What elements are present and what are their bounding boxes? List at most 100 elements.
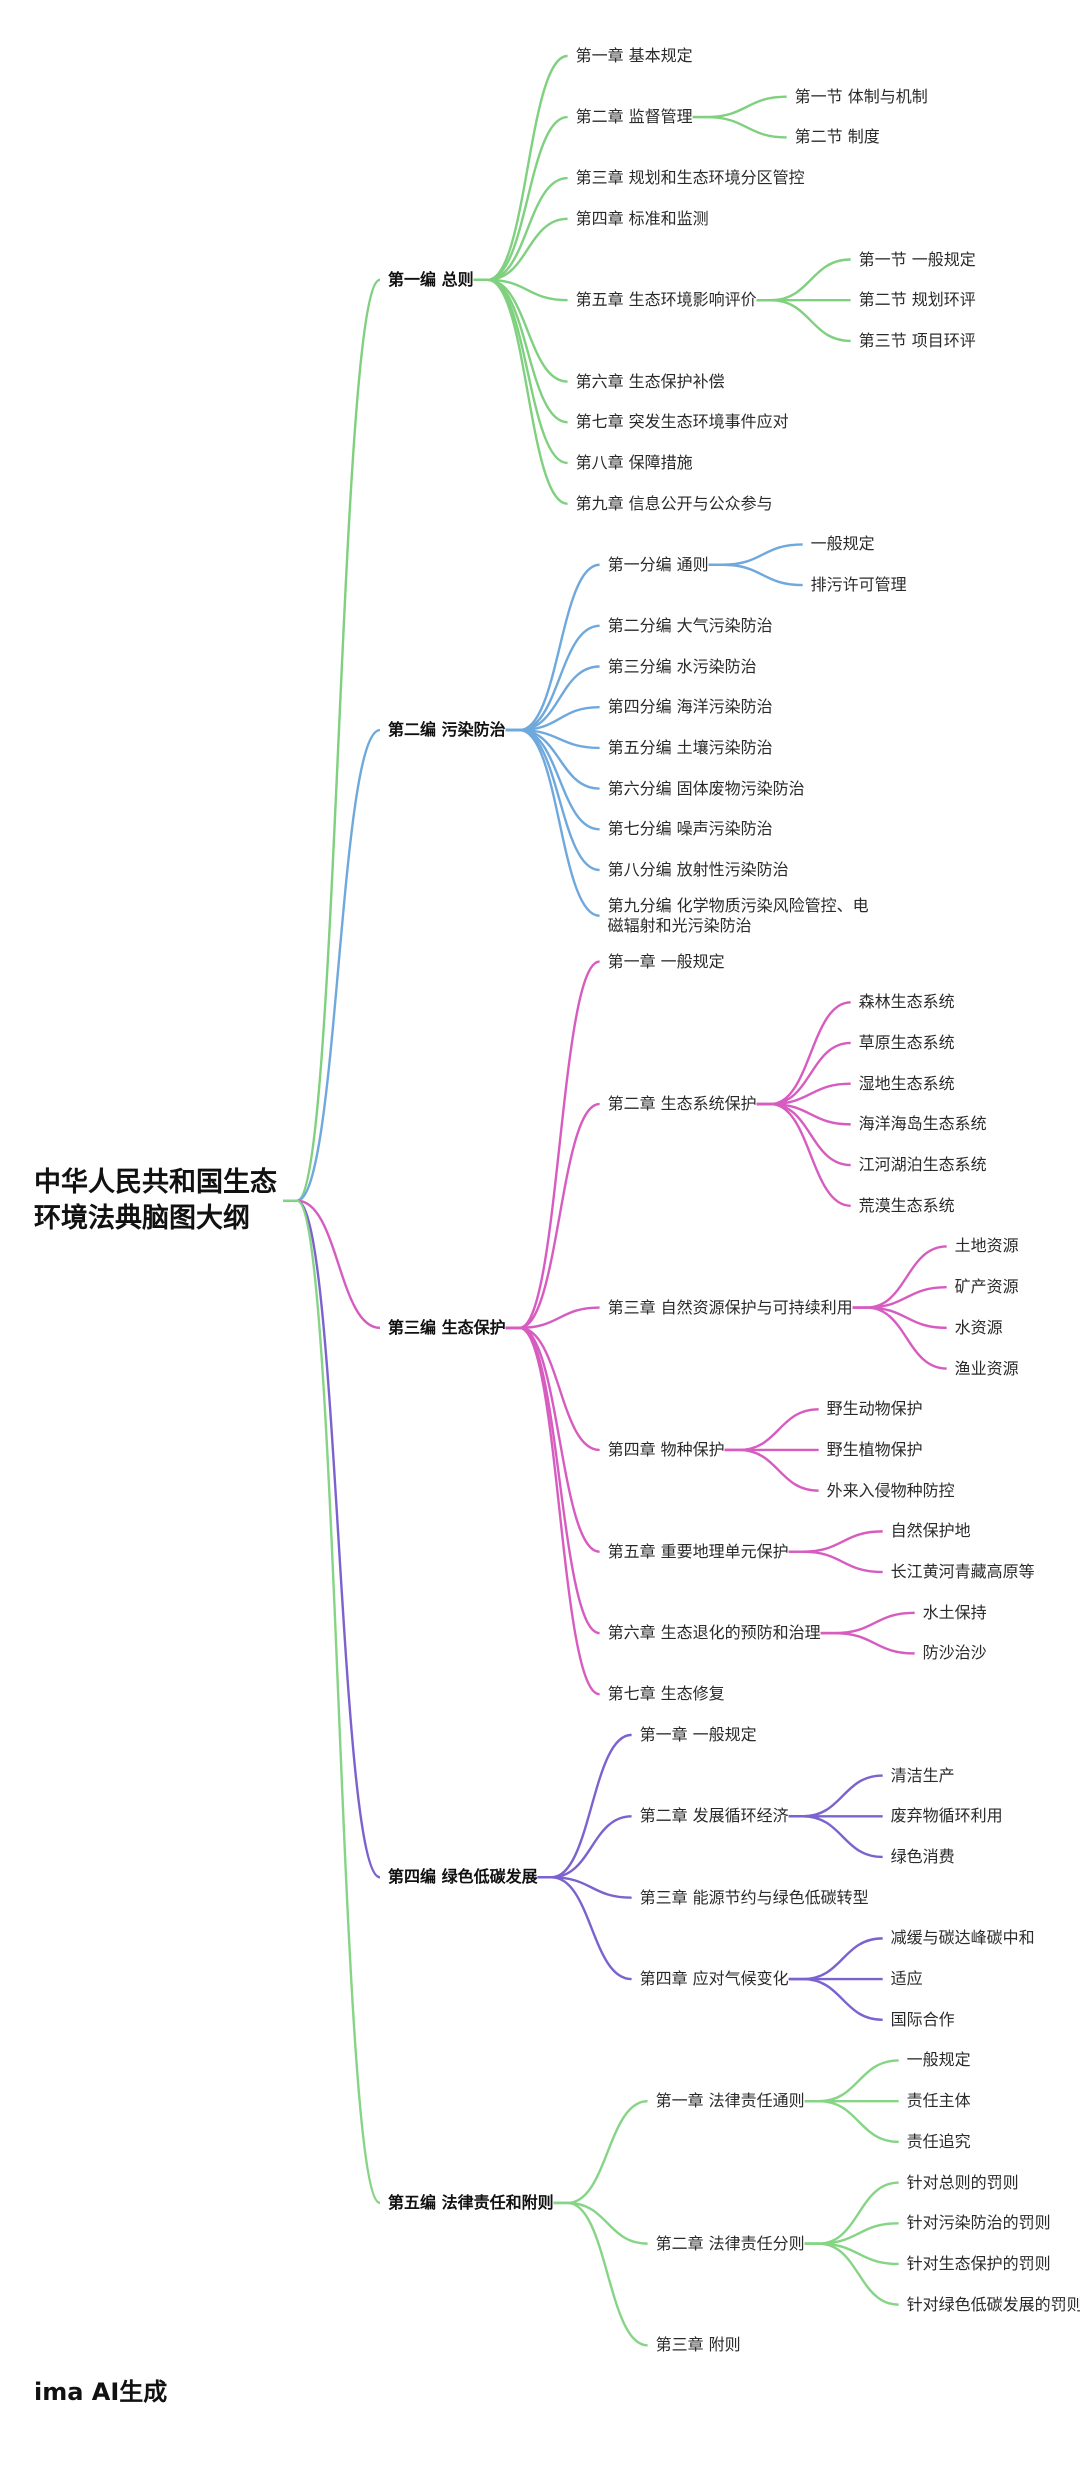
chapter-node[interactable]: 第一分编 通则 [607,554,709,574]
branch-link [505,728,600,917]
leaf-node[interactable]: 第九分编 化学物质污染风险管控、电磁辐射和光污染防治 [607,895,869,935]
branch-link [505,1326,600,1696]
section-node[interactable]: 第五编 法律责任和附则 [388,2192,554,2212]
chapter-node[interactable]: 第一章 法律责任通则 [655,2091,805,2111]
leaf-node[interactable]: 责任追究 [906,2131,971,2151]
chapter-node[interactable]: 第五章 重要地理单元保护 [607,1541,789,1561]
leaf-node[interactable]: 第一章 一般规定 [607,951,725,971]
leaf-node[interactable]: 第一节 体制与机制 [794,86,928,106]
leaf-node[interactable]: 第六分编 固体废物污染防治 [607,778,805,798]
leaf-node[interactable]: 绿色消费 [890,1846,955,1866]
leaf-node[interactable]: 海洋海岛生态系统 [858,1114,987,1134]
branch-link [283,1199,381,2205]
leaf-node[interactable]: 第四分编 海洋污染防治 [607,697,773,717]
section-node[interactable]: 第二编 污染防治 [388,720,506,740]
branch-link [756,1102,851,1167]
chapter-node[interactable]: 第二章 监督管理 [575,107,693,127]
branch-link [852,1245,947,1309]
leaf-node[interactable]: 第二节 制度 [794,127,880,147]
leaf-node[interactable]: 废弃物循环利用 [890,1806,1003,1826]
section-node[interactable]: 第一编 总则 [388,269,474,289]
leaf-node[interactable]: 第三分编 水污染防治 [607,656,757,676]
leaf-node[interactable]: 减缓与碳达峰碳中和 [890,1928,1035,1948]
leaf-node[interactable]: 第一节 一般规定 [858,249,976,269]
leaf-node[interactable]: 自然保护地 [890,1521,971,1541]
branch-link [820,1631,915,1655]
leaf-node[interactable]: 第三章 规划和生态环境分区管控 [575,168,805,188]
chapter-node[interactable]: 第三章 自然资源保护与可持续利用 [607,1297,853,1317]
branch-link [505,563,600,732]
leaf-node[interactable]: 国际合作 [890,2009,955,2029]
branch-link [505,960,600,1330]
leaf-node[interactable]: 防沙治沙 [922,1643,987,1663]
section-node[interactable]: 第四编 绿色低碳发展 [388,1867,538,1887]
leaf-node[interactable]: 水土保持 [922,1602,987,1622]
branch-link [708,543,803,566]
leaf-node[interactable]: 适应 [890,1969,923,1989]
branch-link [756,1041,851,1106]
branch-link [283,1199,381,1879]
branch-link [820,1611,915,1635]
leaf-node[interactable]: 湿地生态系统 [858,1073,955,1093]
leaf-node[interactable]: 草原生态系统 [858,1032,955,1052]
branch-link [537,1815,632,1879]
leaf-node[interactable]: 排污许可管理 [810,575,907,595]
branch-link [473,54,568,282]
leaf-node[interactable]: 针对绿色低碳发展的罚则 [906,2294,1080,2314]
leaf-node[interactable]: 第三章 附则 [655,2335,741,2355]
leaf-node[interactable]: 第九章 信息公开与公众参与 [575,493,773,513]
leaf-node[interactable]: 江河湖泊生态系统 [858,1155,987,1175]
leaf-node[interactable]: 第二节 规划环评 [858,290,976,310]
leaf-node[interactable]: 第七分编 噪声污染防治 [607,819,773,839]
leaf-node[interactable]: 第八分编 放射性污染防治 [607,860,789,879]
leaf-node[interactable]: 一般规定 [906,2050,971,2070]
branch-link [553,2201,648,2347]
leaf-node[interactable]: 第二分编 大气污染防治 [607,615,773,635]
leaf-node[interactable]: 第一章 基本规定 [575,46,693,65]
branch-link [804,2242,899,2266]
leaf-node[interactable]: 第八章 保障措施 [575,453,693,472]
section-node[interactable]: 第三编 生态保护 [388,1317,506,1337]
leaf-node[interactable]: 外来入侵物种防控 [826,1480,955,1500]
chapter-node[interactable]: 第二章 发展循环经济 [639,1806,789,1826]
branch-link [724,1448,819,1492]
leaf-node[interactable]: 第一章 一般规定 [639,1724,757,1744]
leaf-node[interactable]: 土地资源 [954,1236,1019,1256]
leaf-node[interactable]: 责任主体 [906,2091,971,2111]
chapter-node[interactable]: 第二章 法律责任分则 [655,2233,805,2253]
branch-link [692,95,787,119]
chapter-node[interactable]: 第六章 生态退化的预防和治理 [607,1623,821,1643]
leaf-node[interactable]: 长江黄河青藏高原等 [890,1562,1035,1582]
leaf-node[interactable]: 水资源 [954,1317,1003,1337]
leaf-node[interactable]: 第三节 项目环评 [858,330,976,350]
branch-link [537,1876,632,1981]
chapter-node[interactable]: 第四章 物种保护 [607,1439,725,1459]
leaf-node[interactable]: 荒漠生态系统 [858,1195,955,1215]
chapter-node[interactable]: 第五章 生态环境影响评价 [575,290,757,310]
leaf-node[interactable]: 野生植物保护 [826,1439,923,1459]
leaf-node[interactable]: 清洁生产 [890,1765,955,1785]
branch-link [708,563,803,587]
leaf-node[interactable]: 森林生态系统 [858,992,955,1012]
leaf-node[interactable]: 渔业资源 [954,1358,1019,1378]
root-node-title[interactable]: 中华人民共和国生态环境法典脑图大纲 [34,1166,277,1234]
leaf-node[interactable]: 野生动物保护 [826,1399,923,1419]
leaf-node[interactable]: 第六章 生态保护补偿 [575,371,725,391]
leaf-node[interactable]: 第三章 能源节约与绿色低碳转型 [639,1887,869,1907]
branch-link [473,278,568,302]
leaf-node[interactable]: 第五分编 土壤污染防治 [607,737,773,757]
leaf-node[interactable]: 针对污染防治的罚则 [906,2213,1051,2233]
leaf-node[interactable]: 一般规定 [810,534,875,554]
leaf-node[interactable]: 针对总则的罚则 [906,2172,1019,2192]
footer-watermark: ima AI生成 [34,2378,168,2406]
leaf-node[interactable]: 第四章 标准和监测 [575,208,709,228]
leaf-node[interactable]: 针对生态保护的罚则 [906,2253,1051,2273]
chapter-node[interactable]: 第二章 生态系统保护 [607,1094,757,1114]
branch-link [788,1550,883,1574]
leaf-node[interactable]: 矿产资源 [954,1277,1019,1297]
branch-link [283,728,381,1202]
chapter-node[interactable]: 第四章 应对气候变化 [639,1969,789,1989]
leaf-node[interactable]: 第七章 突发生态环境事件应对 [575,412,789,432]
leaf-node[interactable]: 第七章 生态修复 [607,1684,725,1704]
